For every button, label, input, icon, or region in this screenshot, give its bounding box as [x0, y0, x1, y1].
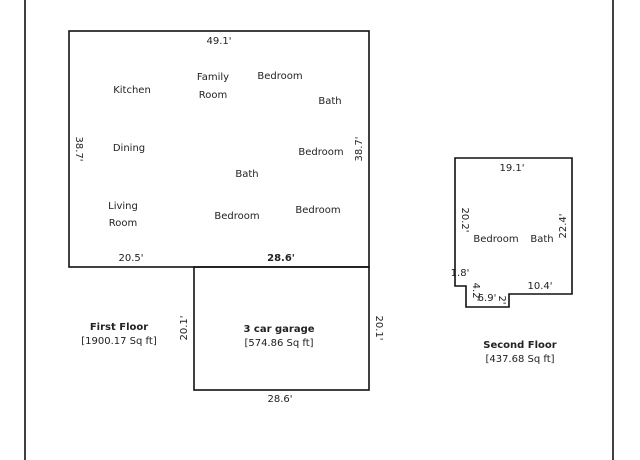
- room-bedroom-2: Bedroom: [298, 147, 343, 158]
- second-floor-area: [437.68 Sq ft]: [485, 354, 554, 365]
- garage-title: 3 car garage: [243, 324, 314, 335]
- room-second-bath: Bath: [530, 234, 553, 245]
- room-living-line2: Room: [109, 218, 137, 229]
- first-floor-dim-left: 38.7': [73, 136, 84, 161]
- first-floor-title: First Floor: [90, 322, 148, 333]
- room-bath-1: Bath: [318, 96, 341, 107]
- first-floor-dim-bottom-right: 28.6': [267, 253, 295, 264]
- second-floor-dim-step-a: 1.8': [451, 268, 470, 279]
- room-bath-2: Bath: [235, 169, 258, 180]
- second-floor-dim-top: 19.1': [499, 163, 524, 174]
- second-floor-dim-step-b: 4.2': [470, 283, 481, 302]
- first-floor-dim-bottom-left: 20.5': [118, 253, 143, 264]
- second-floor-outline: [454, 157, 573, 308]
- room-family-line1: Family: [197, 72, 229, 83]
- garage-area: [574.86 Sq ft]: [244, 338, 313, 349]
- garage-outline: [193, 266, 370, 391]
- garage-dim-right: 20.1': [373, 315, 384, 340]
- room-second-bedroom: Bedroom: [473, 234, 518, 245]
- room-kitchen: Kitchen: [113, 85, 151, 96]
- room-dining: Dining: [113, 143, 145, 154]
- second-floor-dim-step-d: 2': [496, 295, 507, 304]
- second-floor-title: Second Floor: [483, 340, 557, 351]
- second-floor-dim-left: 20.2': [459, 207, 470, 232]
- room-bedroom-3: Bedroom: [214, 211, 259, 222]
- room-bedroom-4: Bedroom: [295, 205, 340, 216]
- second-floor-dim-bottom-right: 10.4': [527, 281, 552, 292]
- garage-dim-bottom: 28.6': [267, 394, 292, 405]
- second-floor-dim-step-c: 6.9': [478, 293, 497, 304]
- second-floor-dim-right: 22.4': [558, 213, 569, 238]
- room-family-line2: Room: [199, 90, 227, 101]
- garage-dim-left: 20.1': [179, 315, 190, 340]
- room-bedroom-1: Bedroom: [257, 71, 302, 82]
- first-floor-dim-top: 49.1': [206, 36, 231, 47]
- room-living-line1: Living: [108, 201, 138, 212]
- first-floor-dim-right: 38.7': [354, 136, 365, 161]
- first-floor-area: [1900.17 Sq ft]: [81, 336, 157, 347]
